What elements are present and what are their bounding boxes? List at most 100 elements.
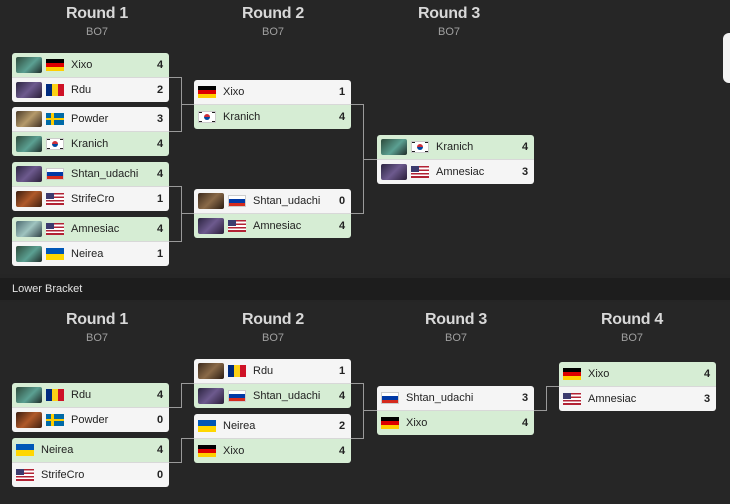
player-row[interactable]: Kranich 4 — [12, 131, 169, 156]
player-name: Neirea — [71, 248, 104, 260]
germany-flag-icon — [46, 59, 64, 71]
player-row[interactable]: Xixo 4 — [12, 53, 169, 77]
player-name: Powder — [71, 414, 109, 426]
hero-portrait-icon — [198, 193, 224, 209]
bracket-connector — [546, 386, 547, 411]
germany-flag-icon — [381, 417, 399, 429]
player-name: Shtan_udachi — [71, 168, 139, 180]
player-name: Amnesiac — [253, 220, 302, 232]
hero-portrait-icon — [16, 166, 42, 182]
player-row[interactable]: Rdu 2 — [12, 77, 169, 102]
hero-portrait-icon — [198, 388, 224, 404]
player-name: StrifeCro — [71, 193, 115, 205]
player-row[interactable]: Powder 0 — [12, 407, 169, 432]
hero-portrait-icon — [381, 164, 407, 180]
bracket-connector — [181, 104, 194, 105]
upper-r2-match-2[interactable]: Shtan_udachi 0 Amnesiac 4 — [194, 189, 351, 238]
hero-portrait-icon — [16, 136, 42, 152]
player-row[interactable]: StrifeCro 1 — [12, 186, 169, 211]
player-row[interactable]: Shtan_udachi 3 — [377, 386, 534, 410]
player-score: 3 — [156, 113, 164, 125]
bracket-connector — [169, 186, 181, 187]
player-row[interactable]: Neirea 2 — [194, 414, 351, 438]
usa-flag-icon — [46, 193, 64, 205]
germany-flag-icon — [198, 86, 216, 98]
lower-r1-match-2[interactable]: Neirea 4 StrifeCro 0 — [12, 438, 169, 487]
hero-portrait-icon — [16, 221, 42, 237]
player-row[interactable]: Neirea 4 — [12, 438, 169, 462]
player-score: 4 — [703, 368, 711, 380]
upper-r1-match-1[interactable]: Xixo 4 Rdu 2 — [12, 53, 169, 102]
russia-flag-icon — [46, 168, 64, 180]
player-row[interactable]: Xixo 1 — [194, 80, 351, 104]
player-row[interactable]: StrifeCro 0 — [12, 462, 169, 487]
hero-portrait-icon — [16, 191, 42, 207]
lower-r3-match-1[interactable]: Shtan_udachi 3 Xixo 4 — [377, 386, 534, 435]
player-score: 0 — [156, 414, 164, 426]
player-row[interactable]: Xixo 4 — [194, 438, 351, 463]
player-name: Shtan_udachi — [406, 392, 474, 404]
bracket-connector — [181, 213, 194, 214]
lower-r1-match-1[interactable]: Rdu 4 Powder 0 — [12, 383, 169, 432]
sweden-flag-icon — [46, 414, 64, 426]
player-row[interactable]: Amnesiac 4 — [12, 217, 169, 241]
upper-r3-match-1[interactable]: Kranich 4 Amnesiac 3 — [377, 135, 534, 184]
lower-r2-match-2[interactable]: Neirea 2 Xixo 4 — [194, 414, 351, 463]
player-score: 4 — [156, 389, 164, 401]
bracket-connector — [181, 383, 182, 408]
russia-flag-icon — [228, 195, 246, 207]
bracket-connector — [363, 410, 377, 411]
player-row[interactable]: Amnesiac 4 — [194, 213, 351, 238]
usa-flag-icon — [16, 469, 34, 481]
upper-r1-match-3[interactable]: Shtan_udachi 4 StrifeCro 1 — [12, 162, 169, 211]
hero-portrait-icon — [16, 82, 42, 98]
upper-round-1-header: Round 1 BO7 — [17, 5, 177, 38]
player-name: Xixo — [588, 368, 610, 380]
hero-portrait-icon — [16, 111, 42, 127]
bracket-connector — [351, 383, 363, 384]
player-score: 1 — [156, 193, 164, 205]
player-row[interactable]: Xixo 4 — [377, 410, 534, 435]
player-row[interactable]: Amnesiac 3 — [377, 159, 534, 184]
best-of-label: BO7 — [85, 332, 108, 344]
player-row[interactable]: Shtan_udachi 0 — [194, 189, 351, 213]
player-row[interactable]: Kranich 4 — [377, 135, 534, 159]
player-row[interactable]: Rdu 1 — [194, 359, 351, 383]
player-score: 4 — [338, 111, 346, 123]
round-title: Round 3 — [418, 5, 480, 22]
player-row[interactable]: Shtan_udachi 4 — [12, 162, 169, 186]
bracket-connector — [169, 77, 181, 78]
player-score: 1 — [156, 248, 164, 260]
usa-flag-icon — [228, 220, 246, 232]
lower-round-3-header: Round 3 BO7 — [376, 311, 536, 344]
best-of-label: BO7 — [261, 26, 284, 38]
bracket-connector — [534, 410, 546, 411]
round-title: Round 3 — [425, 311, 487, 328]
player-row[interactable]: Amnesiac 3 — [559, 386, 716, 411]
side-panel-tab[interactable] — [723, 33, 730, 83]
player-score: 4 — [338, 390, 346, 402]
bracket-connector — [169, 131, 181, 132]
player-row[interactable]: Xixo 4 — [559, 362, 716, 386]
player-score: 4 — [338, 445, 346, 457]
player-name: Powder — [71, 113, 109, 125]
hero-portrait-icon — [198, 218, 224, 234]
lower-r2-match-1[interactable]: Rdu 1 Shtan_udachi 4 — [194, 359, 351, 408]
upper-r1-match-4[interactable]: Amnesiac 4 Neirea 1 — [12, 217, 169, 266]
russia-flag-icon — [228, 390, 246, 402]
player-row[interactable]: Kranich 4 — [194, 104, 351, 129]
player-row[interactable]: Shtan_udachi 4 — [194, 383, 351, 408]
bracket-connector — [351, 213, 363, 214]
lower-r4-match-1[interactable]: Xixo 4 Amnesiac 3 — [559, 362, 716, 411]
player-name: Xixo — [71, 59, 93, 71]
upper-r2-match-1[interactable]: Xixo 1 Kranich 4 — [194, 80, 351, 129]
usa-flag-icon — [46, 223, 64, 235]
best-of-label: BO7 — [261, 332, 284, 344]
player-row[interactable]: Powder 3 — [12, 107, 169, 131]
player-row[interactable]: Neirea 1 — [12, 241, 169, 266]
player-score: 4 — [156, 223, 164, 235]
upper-r1-match-2[interactable]: Powder 3 Kranich 4 — [12, 107, 169, 156]
hero-portrait-icon — [381, 139, 407, 155]
upper-round-3-header: Round 3 BO7 — [369, 5, 529, 38]
player-row[interactable]: Rdu 4 — [12, 383, 169, 407]
